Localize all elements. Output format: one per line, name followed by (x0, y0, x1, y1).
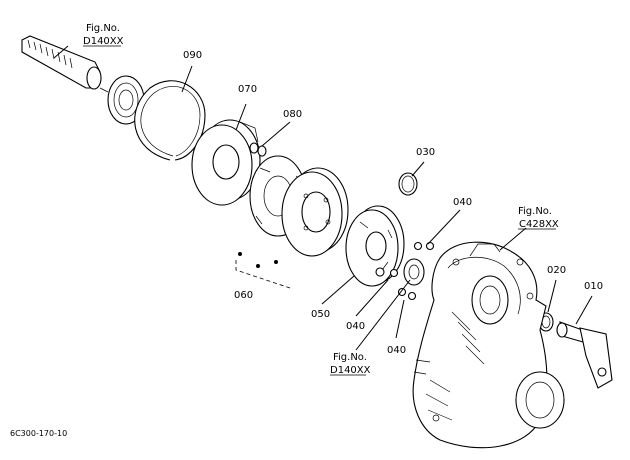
callout-bracket-060 (235, 260, 291, 289)
part-number-040-mid: 040 (346, 321, 365, 332)
thrust-washer[interactable] (403, 258, 425, 286)
o-ring-040-low[interactable] (397, 287, 417, 301)
input-shaft[interactable] (21, 35, 102, 90)
transmission-housing[interactable] (412, 241, 565, 449)
o-ring-040-mid[interactable] (375, 267, 399, 278)
part-number-040-top: 040 (453, 197, 472, 208)
svg-text:Fig.No.: Fig.No. (518, 206, 552, 217)
part-number-040-low: 040 (387, 345, 406, 356)
part-number-030: 030 (416, 147, 435, 158)
svg-text:D140XX: D140XX (330, 365, 371, 376)
svg-text:Fig.No.: Fig.No. (86, 23, 120, 34)
part-number-070: 070 (238, 84, 257, 95)
leader-lines (53, 45, 593, 351)
part-number-050: 050 (311, 309, 330, 320)
svg-text:C428XX: C428XX (519, 219, 559, 230)
part-number-020: 020 (547, 265, 566, 276)
steel-balls-060[interactable] (238, 252, 278, 268)
ref-label-d140-top: Fig.No. D140XX (83, 23, 124, 47)
pin-080[interactable] (249, 142, 267, 157)
ref-label-d140-bottom: Fig.No. D140XX (330, 352, 371, 376)
o-ring-040-top[interactable] (413, 241, 435, 251)
part-number-010: 010 (584, 281, 603, 292)
cam-plate-050[interactable] (345, 205, 405, 287)
ref-label-c428: Fig.No. C428XX (518, 206, 559, 230)
part-number-080: 080 (283, 109, 302, 120)
svg-text:Fig.No.: Fig.No. (333, 352, 367, 363)
svg-text:D140XX: D140XX (83, 36, 124, 47)
part-number-090: 090 (183, 50, 202, 61)
lever-010[interactable] (556, 321, 613, 389)
pressure-plate-070[interactable] (191, 119, 261, 206)
part-number-060: 060 (234, 290, 253, 301)
o-ring-030[interactable] (398, 172, 418, 196)
figure-code: 6C300-170-10 (10, 429, 67, 438)
clutch-disc-b[interactable] (281, 167, 349, 257)
